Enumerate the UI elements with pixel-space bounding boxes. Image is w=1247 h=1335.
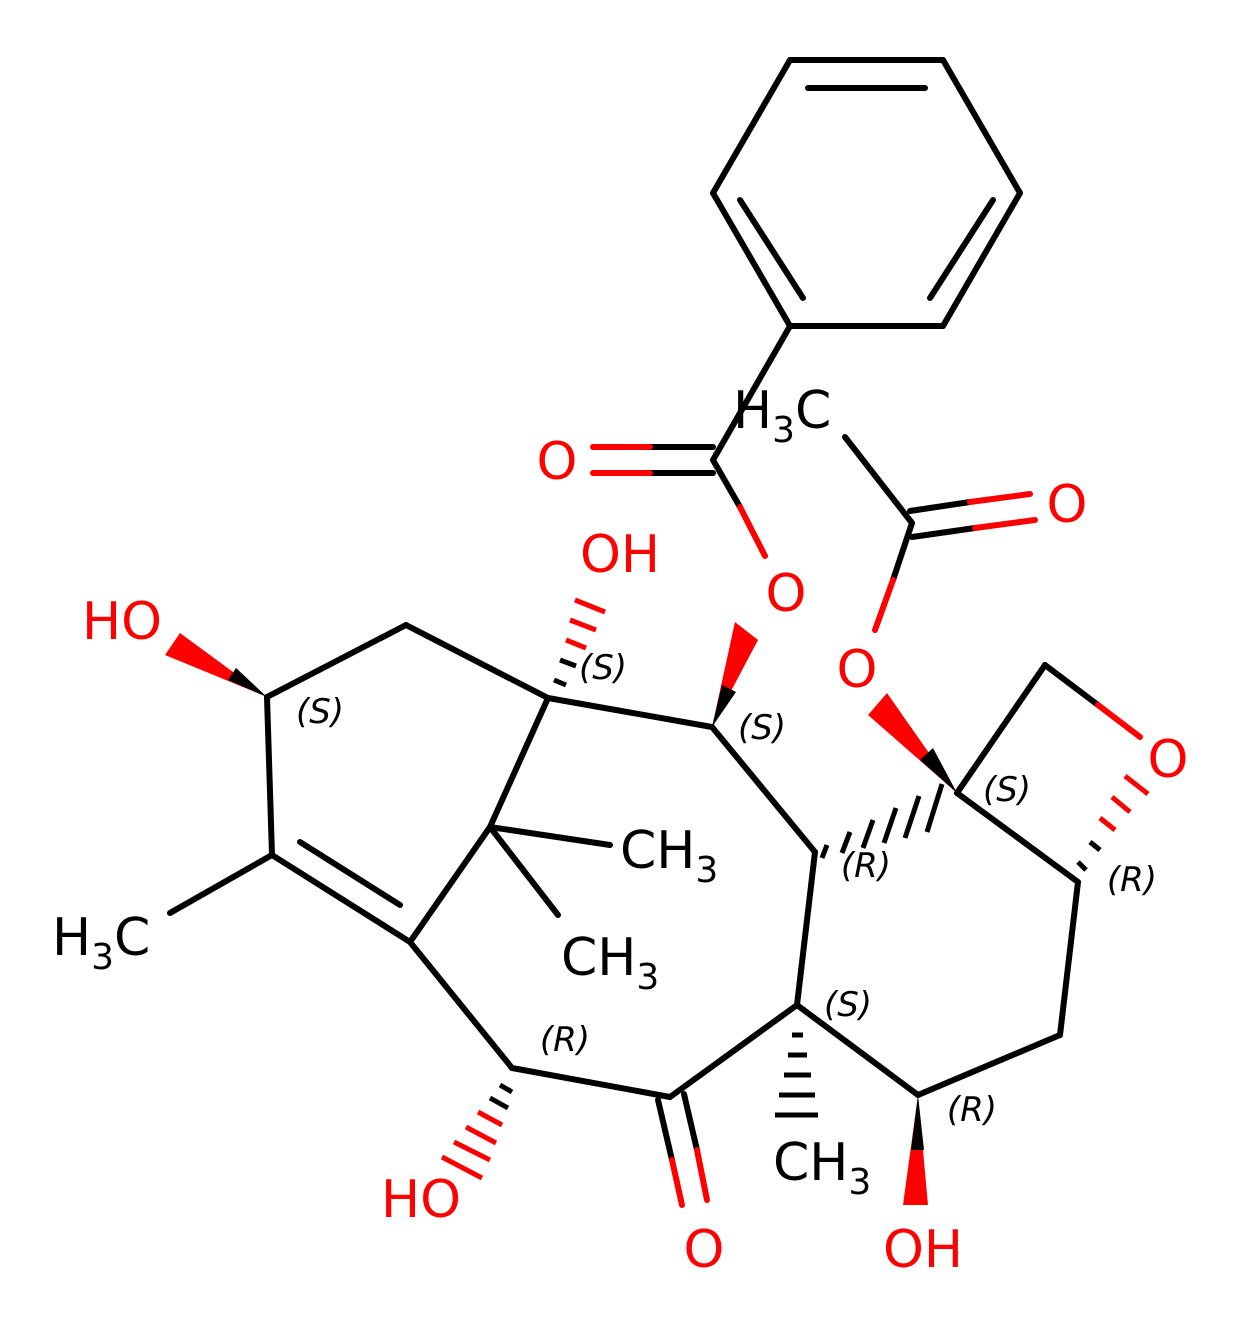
methyl-label: H3C (52, 908, 150, 978)
methyl-labels: H3C CH3 H3C CH3 CH3 (52, 381, 871, 1203)
stereo-label: (S) (824, 985, 872, 1025)
hydroxyl-label: OH (883, 1220, 963, 1280)
stereo-label: (S) (983, 770, 1031, 810)
methyl-label: H3C (733, 381, 831, 451)
hashed-bonds (440, 597, 1150, 1181)
oxygen-label: O (537, 432, 578, 492)
stereo-label: (S) (738, 708, 786, 748)
hydroxyl-label: HO (82, 592, 162, 652)
stereo-label: (R) (947, 1090, 997, 1130)
wedge-bonds (165, 622, 957, 1205)
stereo-label: (R) (841, 846, 891, 886)
hydroxyl-label: OH (580, 525, 660, 585)
stereo-descriptors: (S) (S) (S) (S) (R) (R) (S) (R) (R) (296, 648, 1157, 1130)
stereo-label: (S) (296, 692, 344, 732)
stereo-label: (R) (1107, 860, 1157, 900)
stereo-label: (S) (579, 648, 627, 688)
ketone-oxygen-label: O (684, 1220, 725, 1280)
bonds (167, 57, 1143, 1208)
oxygen-label: O (837, 640, 878, 700)
atom-labels: O O OH O HO O O HO OH O (82, 432, 1188, 1280)
methyl-label: CH3 (620, 821, 718, 891)
oxygen-label: O (766, 564, 807, 624)
oxetane-oxygen-label: O (1148, 730, 1189, 790)
oxygen-label: O (1047, 475, 1088, 535)
hydroxyl-label: HO (381, 1170, 461, 1230)
methyl-label: CH3 (773, 1133, 871, 1203)
stereo-label: (R) (540, 1020, 590, 1060)
methyl-label: CH3 (561, 928, 659, 998)
